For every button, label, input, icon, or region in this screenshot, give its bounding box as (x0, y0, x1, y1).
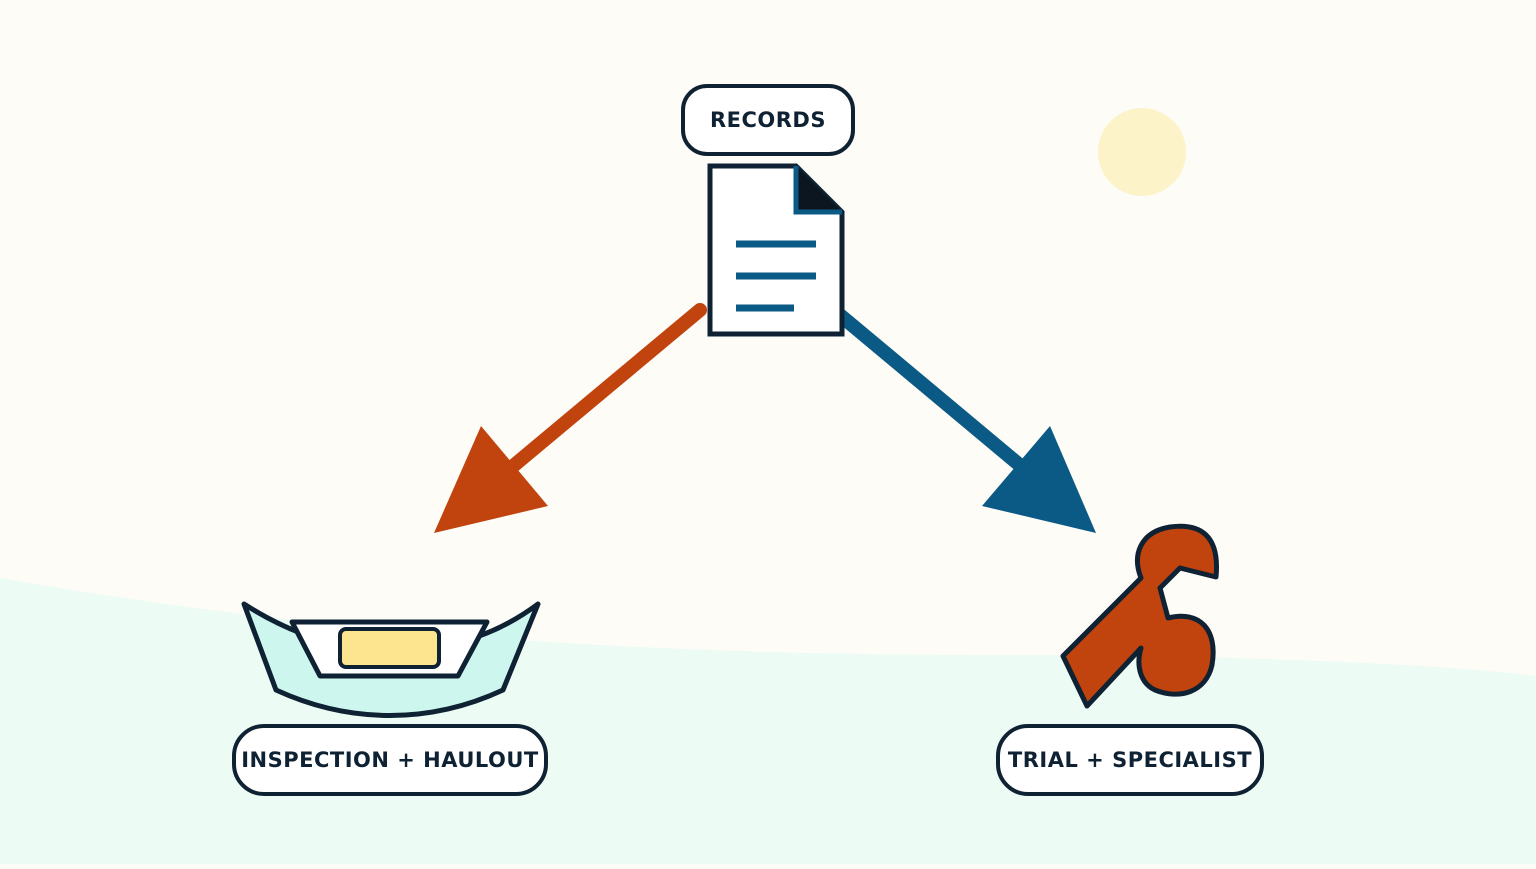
records-label: RECORDS (681, 84, 855, 156)
boat-deck-panel (338, 627, 441, 669)
arrow-shaft-blue (827, 303, 1029, 474)
ground-band (0, 578, 1536, 864)
document-fold (796, 166, 842, 212)
arrow-shaft-orange (505, 303, 707, 474)
edge-records-to-inspection (434, 303, 707, 533)
boat-hull-icon (241, 601, 541, 718)
document-icon (707, 163, 845, 337)
wrench-icon (1060, 523, 1219, 709)
trial-specialist-label: TRIAL + SPECIALIST (996, 724, 1264, 796)
arrowhead-blue (982, 426, 1096, 533)
arrowhead-orange (434, 426, 548, 533)
sun-icon (1098, 108, 1186, 196)
inspection-haulout-label: INSPECTION + HAULOUT (232, 724, 548, 796)
edge-records-to-trial (827, 303, 1096, 533)
document-fold-edge (793, 166, 842, 215)
wrench-shape (1060, 523, 1219, 709)
